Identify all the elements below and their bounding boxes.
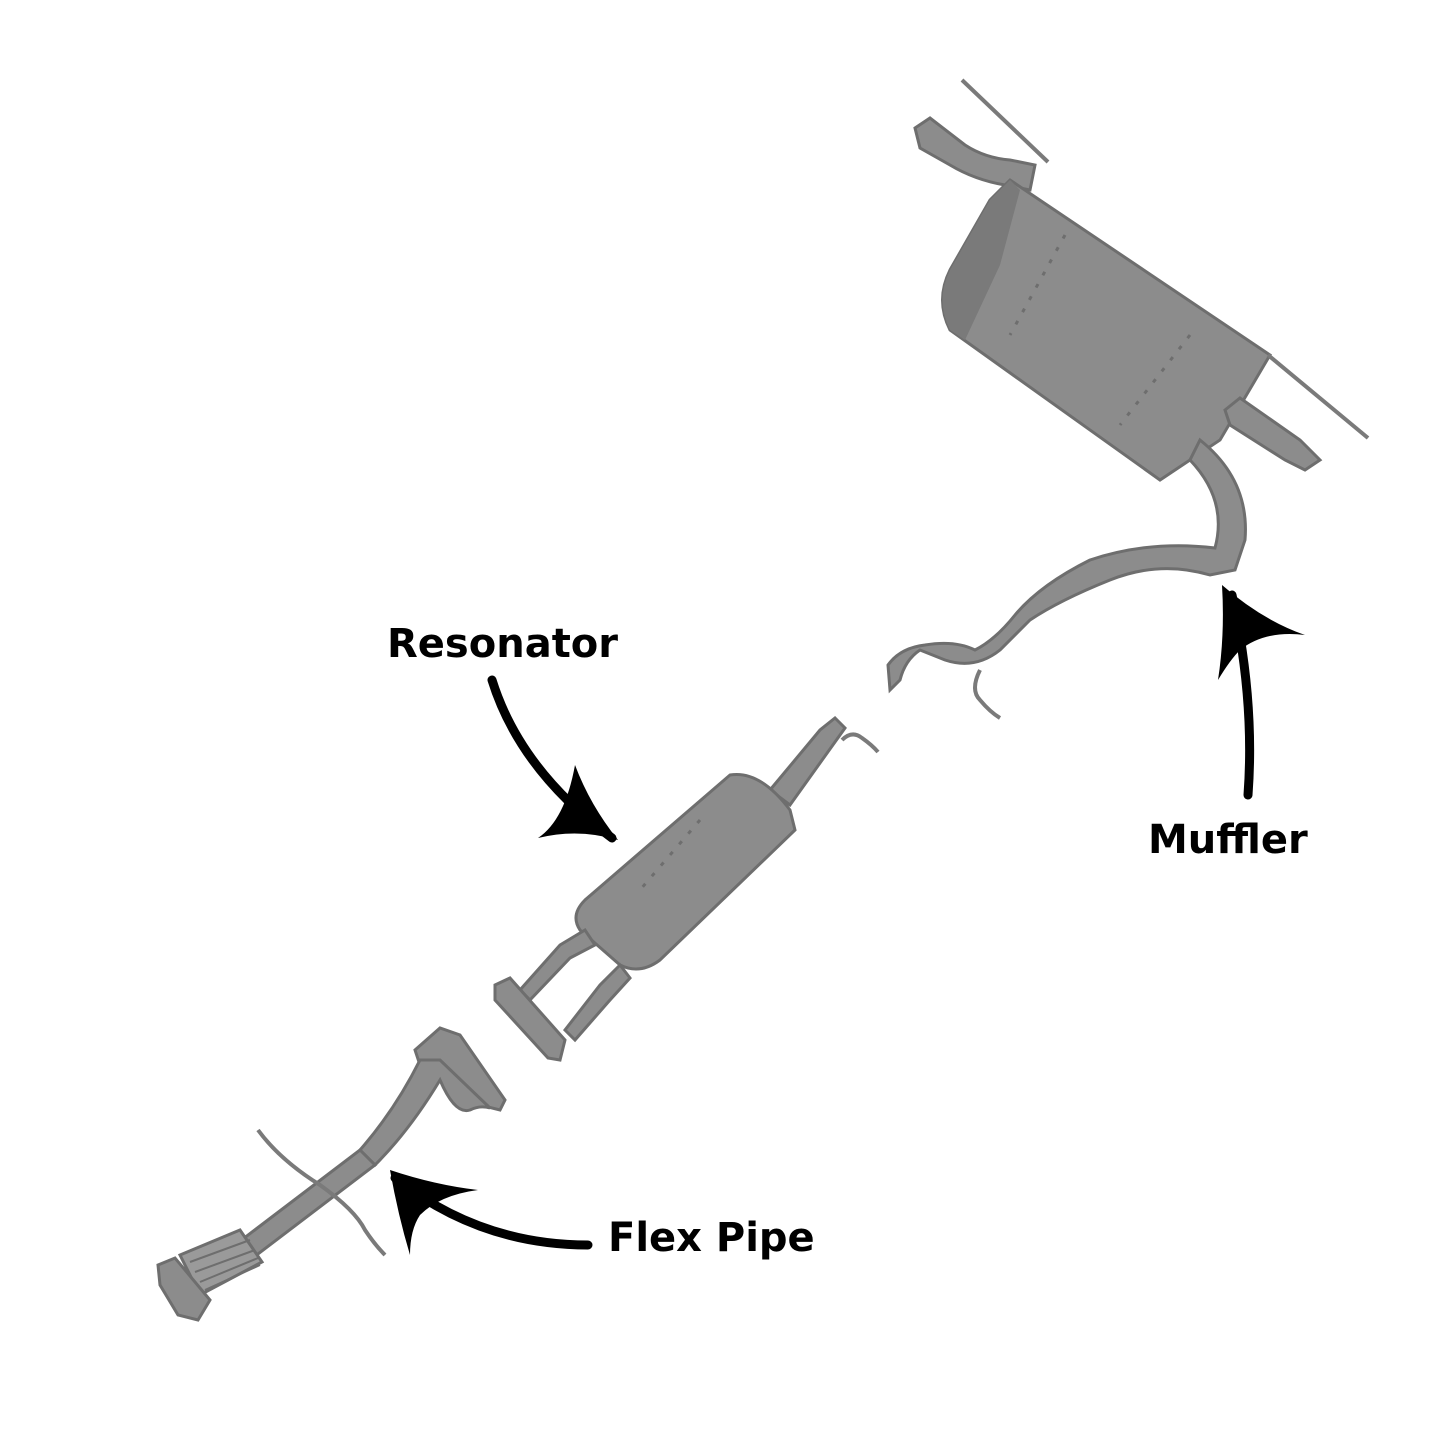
resonator-hook [840,732,880,754]
muffler-arrow [1218,585,1305,800]
resonator-outlet-pipe [767,715,847,808]
muffler-bottom-tailpipe [1223,396,1323,472]
muffler-label: Muffler [1148,817,1308,863]
flex-pipe-label: Flex Pipe [608,1215,815,1261]
muffler-inlet-pipe [886,437,1247,694]
resonator-inlet-pipe-lower [563,962,632,1043]
flex-pipe-hanger [256,1128,387,1257]
muffler-top-tailpipe [913,116,1037,192]
resonator-inlet-pipe-upper [517,927,598,1003]
resonator-arrow [487,675,618,843]
flex-pipe-main-tube [232,1148,378,1262]
flex-pipe-end-flange [156,1256,212,1322]
flex-pipe-arrow [390,1170,593,1255]
muffler-seam-1 [1008,234,1067,336]
flex-pipe-braid-pattern [189,1239,261,1291]
flex-pipe-arrow-head [390,1170,478,1255]
resonator-arrow-head [538,765,618,840]
resonator-seam [638,819,702,891]
muffler-body-face [942,180,1020,340]
muffler-bottom-hanger [1266,353,1370,440]
resonator-part [493,715,880,1062]
muffler-top-hanger [960,78,1050,164]
flex-pipe-y-branch [357,1058,492,1168]
muffler-arrow-head [1218,585,1305,680]
muffler-pipe-hook [973,669,1002,720]
resonator-label: Resonator [387,621,619,667]
muffler-seam-2 [1118,334,1192,426]
resonator-flange [493,976,567,1062]
muffler-part [886,78,1370,720]
flex-pipe-part [156,1026,507,1322]
resonator-body [574,772,797,971]
